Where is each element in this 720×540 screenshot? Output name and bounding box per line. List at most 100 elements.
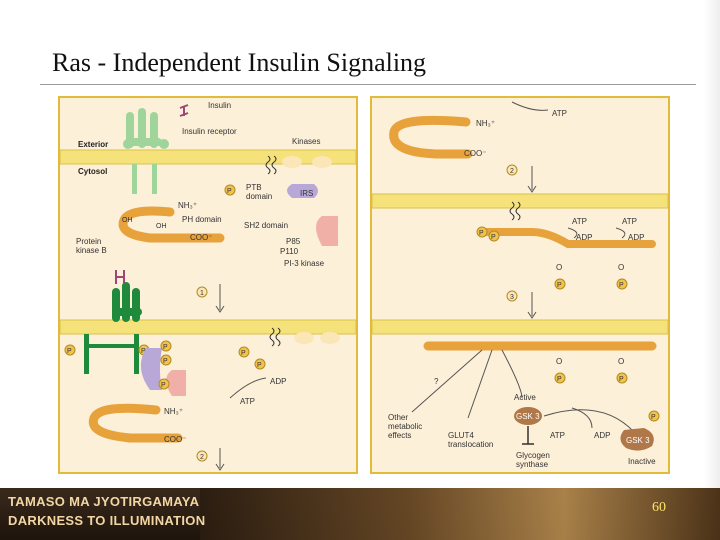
label-coo: COO⁻ [190, 233, 212, 242]
label-insulin-receptor: Insulin receptor [182, 127, 237, 136]
lipid-anchor [265, 155, 277, 175]
label-irs: IRS [300, 189, 313, 198]
kinase-blob [320, 332, 340, 344]
label-ph-domain: PH domain [182, 215, 222, 224]
label-p: P [651, 414, 656, 421]
phospho-icon [488, 230, 500, 242]
label-ptb-2: domain [246, 192, 272, 201]
label-p: P [557, 376, 562, 383]
label-p: P [67, 348, 72, 355]
label-p: P [619, 376, 624, 383]
step-2-badge [506, 164, 518, 176]
insulin-icon [115, 270, 125, 284]
protein-kinase-b-active [480, 228, 656, 248]
kinase-blob [294, 332, 314, 344]
label-glut4-2: translocation [448, 440, 493, 449]
gsk3-arrow [543, 407, 635, 433]
label-p: P [557, 282, 562, 289]
label-nh3-b: NH₃⁺ [164, 407, 183, 416]
label-o2: O [618, 357, 624, 366]
phospho-icon [160, 354, 172, 366]
gsk3-active-icon [514, 407, 542, 425]
phospho-icon [554, 278, 566, 290]
label-oh2: OH [156, 223, 167, 230]
page-number: 60 [652, 500, 666, 515]
step-2-badge [196, 450, 208, 462]
kinase-blob [312, 156, 332, 168]
label-p: P [491, 234, 496, 241]
label-p: P [227, 188, 232, 195]
right-edge-strip [704, 0, 720, 488]
atp-adp-arrow [229, 377, 267, 399]
label-insulin: Insulin [208, 101, 231, 110]
label-cytosol: Cytosol [78, 167, 107, 176]
label-o1: O [556, 263, 562, 272]
page-title: Ras - Independent Insulin Signaling [52, 48, 427, 77]
label-p: P [241, 350, 246, 357]
label-p: P [479, 230, 484, 237]
label-pi3-kinase: PI-3 kinase [284, 259, 325, 268]
label-glycogen-1: Glycogen [516, 451, 550, 460]
protein-kinase-b-shape [389, 115, 473, 159]
label-pkb-2: kinase B [76, 246, 107, 255]
label-glut4-1: GLUT4 [448, 431, 474, 440]
phospho-icon [554, 372, 566, 384]
label-nh3: NH₃⁺ [178, 201, 197, 210]
label-other-3: effects [388, 431, 411, 440]
pi3k-icon [166, 370, 186, 396]
label-oh1: OH [122, 217, 133, 224]
phospho-icon [238, 346, 250, 358]
label-gsk3-inactive: GSK 3 [626, 436, 650, 445]
label-step2: 2 [510, 168, 514, 175]
membrane-top [59, 149, 357, 165]
label-adp3: ADP [594, 431, 610, 440]
phospho-icon [158, 378, 170, 390]
effect-arrows [411, 349, 523, 419]
step-3-badge [506, 290, 518, 302]
left-diagram-panel: Insulin Insulin receptor Exterior Cytoso… [58, 96, 358, 474]
phospho-icon [476, 226, 488, 238]
arrow-down-icon [215, 284, 225, 313]
membrane-bottom [59, 319, 357, 335]
phospho-icon [64, 344, 76, 356]
arrow-down-icon [527, 292, 537, 319]
label-coo: COO⁻ [464, 149, 486, 158]
phospho-icon [254, 358, 266, 370]
label-atp: ATP [240, 397, 255, 406]
label-other-2: metabolic [388, 422, 422, 431]
phospho-icon [648, 410, 660, 422]
label-atp3: ATP [550, 431, 565, 440]
label-p: P [257, 362, 262, 369]
label-coo-b: COO⁻ [164, 435, 186, 444]
label-atp2: ATP [622, 217, 637, 226]
title-rule [40, 84, 696, 85]
label-inactive: Inactive [628, 457, 656, 466]
right-diagram: ATP NH₃⁺ COO⁻ 2 P P ATP ADP ATP ADP O P … [371, 101, 669, 469]
label-question: ? [434, 377, 439, 386]
label-ptb-1: PTB [246, 183, 262, 192]
receptor-inactive-icon [123, 108, 169, 194]
label-nh3: NH₃⁺ [476, 119, 495, 128]
label-atp1: ATP [572, 217, 587, 226]
phospho-icon [160, 340, 172, 352]
label-o2: O [618, 263, 624, 272]
label-other-1: Other [388, 413, 408, 422]
arrow-down-icon [215, 448, 225, 471]
label-p110: P110 [280, 247, 299, 256]
label-p: P [163, 358, 168, 365]
irs-icon [140, 348, 162, 390]
label-step2: 2 [200, 454, 204, 461]
label-exterior: Exterior [78, 140, 108, 149]
protein-kinase-b-shape [118, 206, 225, 243]
phospho-icon [224, 184, 236, 196]
label-adp1: ADP [576, 233, 592, 242]
protein-kinase-b-shape [88, 403, 183, 443]
phospho-icon [616, 278, 628, 290]
label-atp-top: ATP [552, 109, 567, 118]
lipid-anchor [269, 327, 281, 347]
kinase-blob [282, 156, 302, 168]
label-active: Active [514, 393, 536, 402]
label-adp2: ADP [628, 233, 644, 242]
label-kinases: Kinases [292, 137, 320, 146]
label-pkb-1: Protein [76, 237, 101, 246]
